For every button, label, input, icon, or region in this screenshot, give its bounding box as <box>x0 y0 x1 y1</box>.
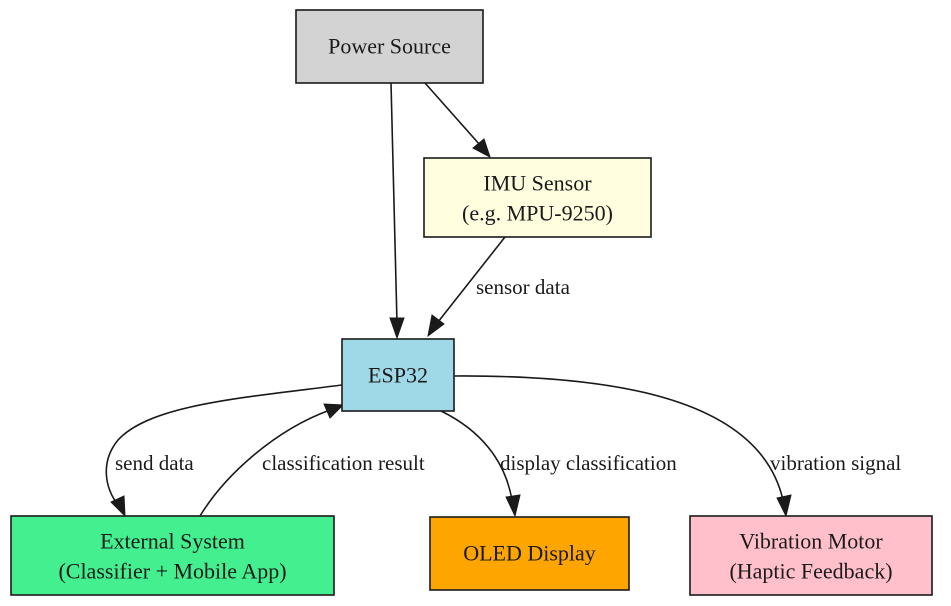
edge-esp32-to-oled: display classification <box>440 410 677 518</box>
node-external-system-label: External System <box>100 529 245 554</box>
node-imu-sensor-label: IMU Sensor <box>483 171 592 196</box>
edge-power-to-esp32 <box>389 82 405 340</box>
node-power-source-label: Power Source <box>328 34 451 59</box>
edge-label-display-classification: display classification <box>500 451 677 475</box>
node-external-system: External System (Classifier + Mobile App… <box>10 515 335 596</box>
edge-esp32-to-motor: vibration signal <box>453 375 901 518</box>
edge-external-to-esp32: classification result <box>199 403 425 517</box>
edge-label-classification-result: classification result <box>262 451 425 475</box>
edge-power-to-imu <box>424 82 491 159</box>
edge-label-sensor-data: sensor data <box>476 275 571 299</box>
node-power-source: Power Source <box>295 9 484 84</box>
node-esp32-label: ESP32 <box>368 363 428 388</box>
node-vibration-motor-label: Vibration Motor <box>739 529 883 554</box>
node-imu-sensor: IMU Sensor (e.g. MPU-9250) <box>423 157 652 238</box>
node-oled-display: OLED Display <box>429 516 630 591</box>
edge-esp32-to-external: send data <box>105 384 343 518</box>
edge-label-vibration-signal: vibration signal <box>770 451 901 475</box>
node-external-system-sublabel: (Classifier + Mobile App) <box>58 559 286 584</box>
node-esp32: ESP32 <box>341 338 455 412</box>
edge-imu-to-esp32: sensor data <box>427 236 571 338</box>
node-imu-sensor-sublabel: (e.g. MPU-9250) <box>462 201 613 226</box>
edge-label-send-data: send data <box>115 451 194 475</box>
node-vibration-motor: Vibration Motor (Haptic Feedback) <box>689 515 933 596</box>
node-oled-display-label: OLED Display <box>463 541 596 566</box>
node-vibration-motor-sublabel: (Haptic Feedback) <box>729 559 892 584</box>
